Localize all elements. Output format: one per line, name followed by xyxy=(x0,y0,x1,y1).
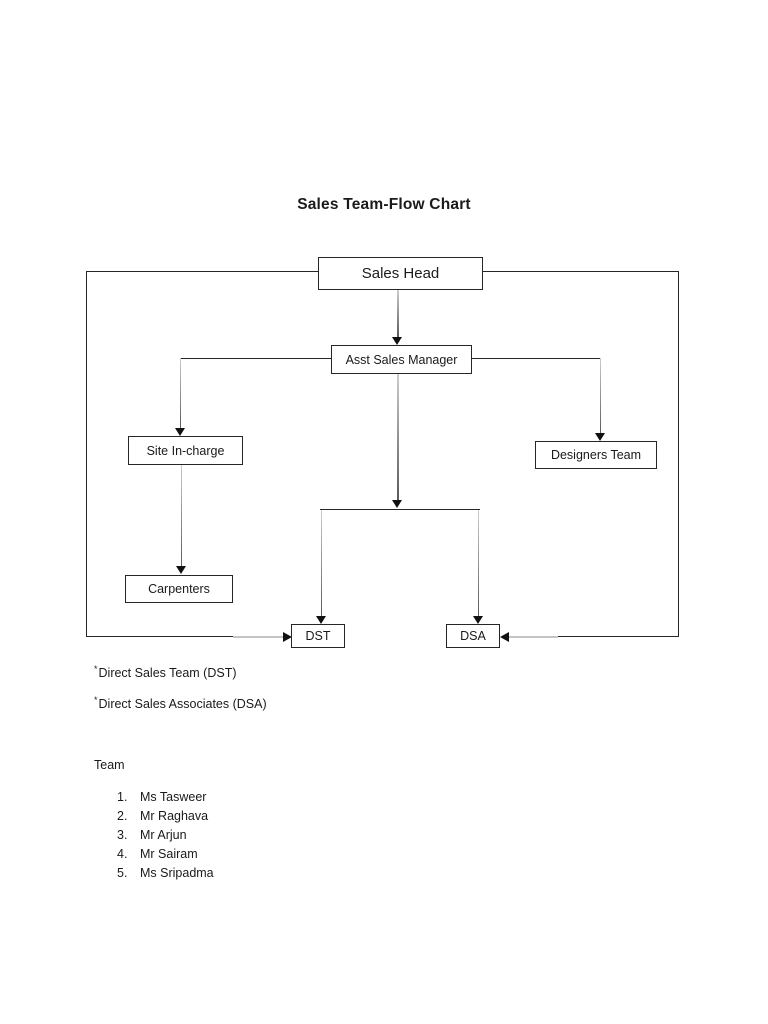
list-item-number: 5. xyxy=(117,865,128,880)
connector-junction-dst-line xyxy=(320,510,322,616)
connector-to-siteincharge-line xyxy=(179,358,181,428)
node-dsa-label: DSA xyxy=(460,629,486,643)
list-item-number: 3. xyxy=(117,827,128,842)
junction-line xyxy=(320,508,480,510)
node-sales-head: Sales Head xyxy=(318,257,483,290)
team-heading: Team xyxy=(94,758,125,772)
connector-junction-dsa-line xyxy=(477,510,479,616)
footnote-dsa-asterisk: * xyxy=(94,695,98,705)
node-dsa: DSA xyxy=(446,624,500,648)
footnote-dst: *Direct Sales Team (DST) xyxy=(94,664,237,680)
branch-left-line xyxy=(180,357,332,359)
node-asst-sales-manager: Asst Sales Manager xyxy=(331,345,472,374)
list-item-name: Mr Raghava xyxy=(140,808,209,823)
node-site-incharge-label: Site In-charge xyxy=(146,443,225,458)
footnote-dst-asterisk: * xyxy=(94,664,98,674)
arrowhead-into-dst-icon xyxy=(283,631,292,642)
list-item-name: Ms Sripadma xyxy=(140,865,214,880)
connector-to-dst-line xyxy=(233,636,283,638)
frame-bottom-right-line xyxy=(558,635,679,637)
list-item-name: Mr Sairam xyxy=(140,846,198,861)
node-carpenters: Carpenters xyxy=(125,575,233,603)
node-dst-label: DST xyxy=(305,629,331,643)
node-site-incharge: Site In-charge xyxy=(128,436,243,465)
list-item: 1. Ms Tasweer xyxy=(117,787,214,806)
arrowhead-into-asst-icon xyxy=(392,337,402,345)
connector-site-carpenters-line xyxy=(180,465,182,566)
arrowhead-top-dst-icon xyxy=(316,616,326,624)
node-sales-head-label: Sales Head xyxy=(361,265,440,282)
node-carpenters-label: Carpenters xyxy=(148,582,210,596)
list-item: 5. Ms Sripadma xyxy=(117,863,214,882)
list-item: 3. Mr Arjun xyxy=(117,825,214,844)
arrowhead-into-carpenters-icon xyxy=(176,566,186,574)
node-asst-sales-manager-label: Asst Sales Manager xyxy=(345,352,458,367)
list-item: 4. Mr Sairam xyxy=(117,844,214,863)
connector-asst-junction-line xyxy=(397,374,399,500)
branch-right-line xyxy=(472,357,600,359)
arrowhead-into-dsa-icon xyxy=(500,631,509,642)
footnote-dsa-text: Direct Sales Associates (DSA) xyxy=(98,697,267,712)
connector-to-dsa-line xyxy=(509,636,558,638)
node-designers-team-label: Designers Team xyxy=(550,448,642,462)
connector-saleshead-asst-line xyxy=(397,290,399,337)
page-title: Sales Team-Flow Chart xyxy=(297,196,471,213)
team-list: 1. Ms Tasweer 2. Mr Raghava 3. Mr Arjun … xyxy=(117,787,214,882)
list-item: 2. Mr Raghava xyxy=(117,806,214,825)
node-dst: DST xyxy=(291,624,345,648)
list-item-number: 1. xyxy=(117,789,128,804)
list-item-name: Mr Arjun xyxy=(140,827,187,842)
footnote-dsa: *Direct Sales Associates (DSA) xyxy=(94,695,267,711)
node-designers-team: Designers Team xyxy=(535,441,657,469)
footnote-dst-text: Direct Sales Team (DST) xyxy=(98,666,237,681)
list-item-number: 4. xyxy=(117,846,128,861)
arrowhead-into-junction-icon xyxy=(392,500,402,508)
arrowhead-into-siteincharge-icon xyxy=(175,428,185,436)
list-item-number: 2. xyxy=(117,808,128,823)
list-item-name: Ms Tasweer xyxy=(140,789,207,804)
connector-to-designers-line xyxy=(599,358,601,433)
arrowhead-top-dsa-icon xyxy=(473,616,483,624)
frame-bottom-left-line xyxy=(86,635,233,637)
arrowhead-into-designers-icon xyxy=(595,433,605,441)
